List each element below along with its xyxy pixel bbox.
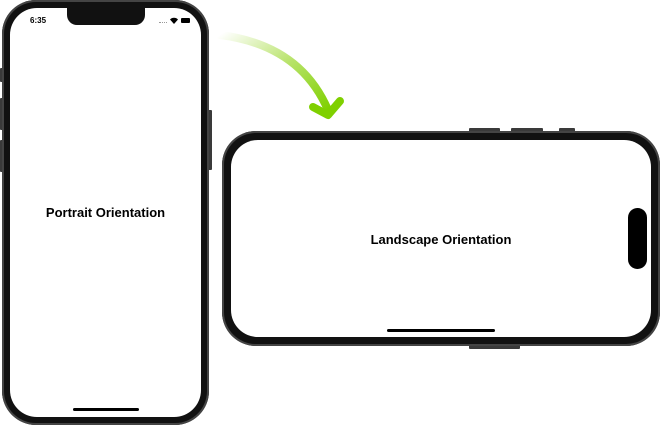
rotate-arrow-icon: [216, 31, 344, 119]
home-indicator: [387, 329, 495, 332]
notch: [67, 8, 145, 25]
portrait-phone: 6:35 Portrait Orientation: [2, 0, 209, 425]
signal-icon: [159, 22, 167, 24]
power-button: [207, 110, 212, 170]
dynamic-island: [628, 208, 647, 269]
home-indicator: [73, 408, 139, 411]
action-button: [559, 128, 575, 133]
landscape-label: Landscape Orientation: [370, 232, 512, 247]
portrait-label: Portrait Orientation: [45, 205, 166, 220]
volume-down-button: [511, 128, 543, 133]
battery-icon: [181, 18, 190, 23]
status-time: 6:35: [30, 16, 47, 25]
portrait-screen: 6:35 Portrait Orientation: [10, 8, 201, 417]
power-button: [469, 344, 520, 349]
volume-up-button: [469, 128, 500, 133]
landscape-phone: Landscape Orientation: [222, 131, 660, 346]
landscape-screen: Landscape Orientation: [231, 140, 651, 337]
wifi-icon: [170, 17, 178, 24]
